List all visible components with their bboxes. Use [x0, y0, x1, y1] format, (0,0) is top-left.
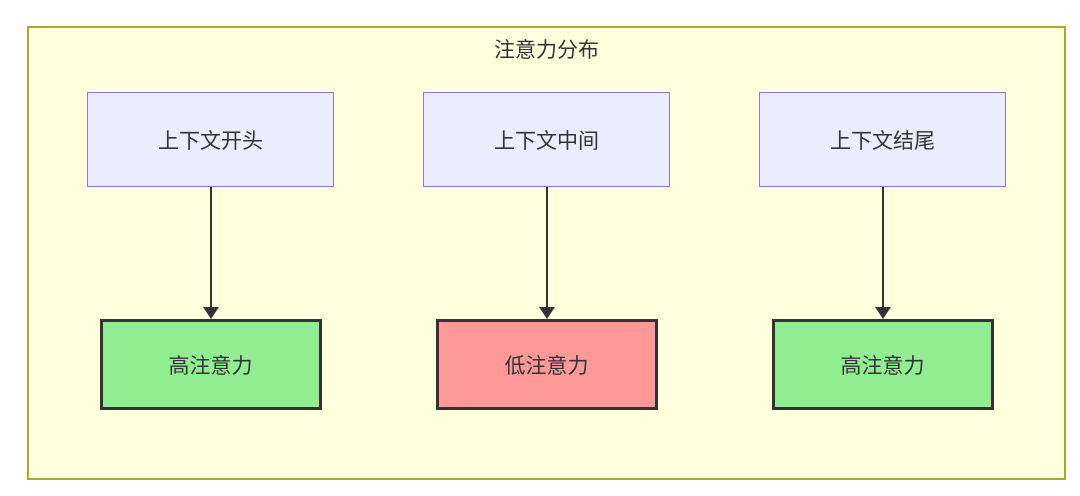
node-context-end: 上下文结尾 [759, 92, 1006, 187]
flow-columns: 上下文开头 高注意力 上下文中间 低注意力 [29, 92, 1064, 410]
node-context-end-label: 上下文结尾 [830, 129, 935, 153]
node-high-attention-1: 高注意力 [99, 319, 322, 410]
arrow-down-2 [538, 187, 555, 319]
arrow-head-icon [538, 307, 555, 319]
node-context-middle: 上下文中间 [423, 92, 670, 187]
arrow-down-3 [874, 187, 891, 319]
arrow-head-icon [874, 307, 891, 319]
node-high-attention-2: 高注意力 [771, 319, 994, 410]
subgraph-attention-distribution: 注意力分布 上下文开头 高注意力 上下文中间 [27, 26, 1066, 480]
arrow-line-2 [545, 187, 548, 307]
arrow-line-1 [209, 187, 212, 307]
node-low-attention: 低注意力 [435, 319, 658, 410]
node-high-attention-2-label: 高注意力 [840, 354, 925, 378]
node-context-middle-label: 上下文中间 [494, 129, 599, 153]
flow-column-context-middle: 上下文中间 低注意力 [423, 92, 670, 410]
node-context-beginning: 上下文开头 [87, 92, 334, 187]
flow-column-context-end: 上下文结尾 高注意力 [759, 92, 1006, 410]
diagram-title: 注意力分布 [494, 39, 599, 62]
node-high-attention-1-label: 高注意力 [168, 354, 253, 378]
arrow-line-3 [881, 187, 884, 307]
node-low-attention-label: 低注意力 [504, 354, 589, 378]
arrow-down-1 [202, 187, 219, 319]
node-context-beginning-label: 上下文开头 [158, 129, 263, 153]
arrow-head-icon [202, 307, 219, 319]
flow-column-context-beginning: 上下文开头 高注意力 [87, 92, 334, 410]
